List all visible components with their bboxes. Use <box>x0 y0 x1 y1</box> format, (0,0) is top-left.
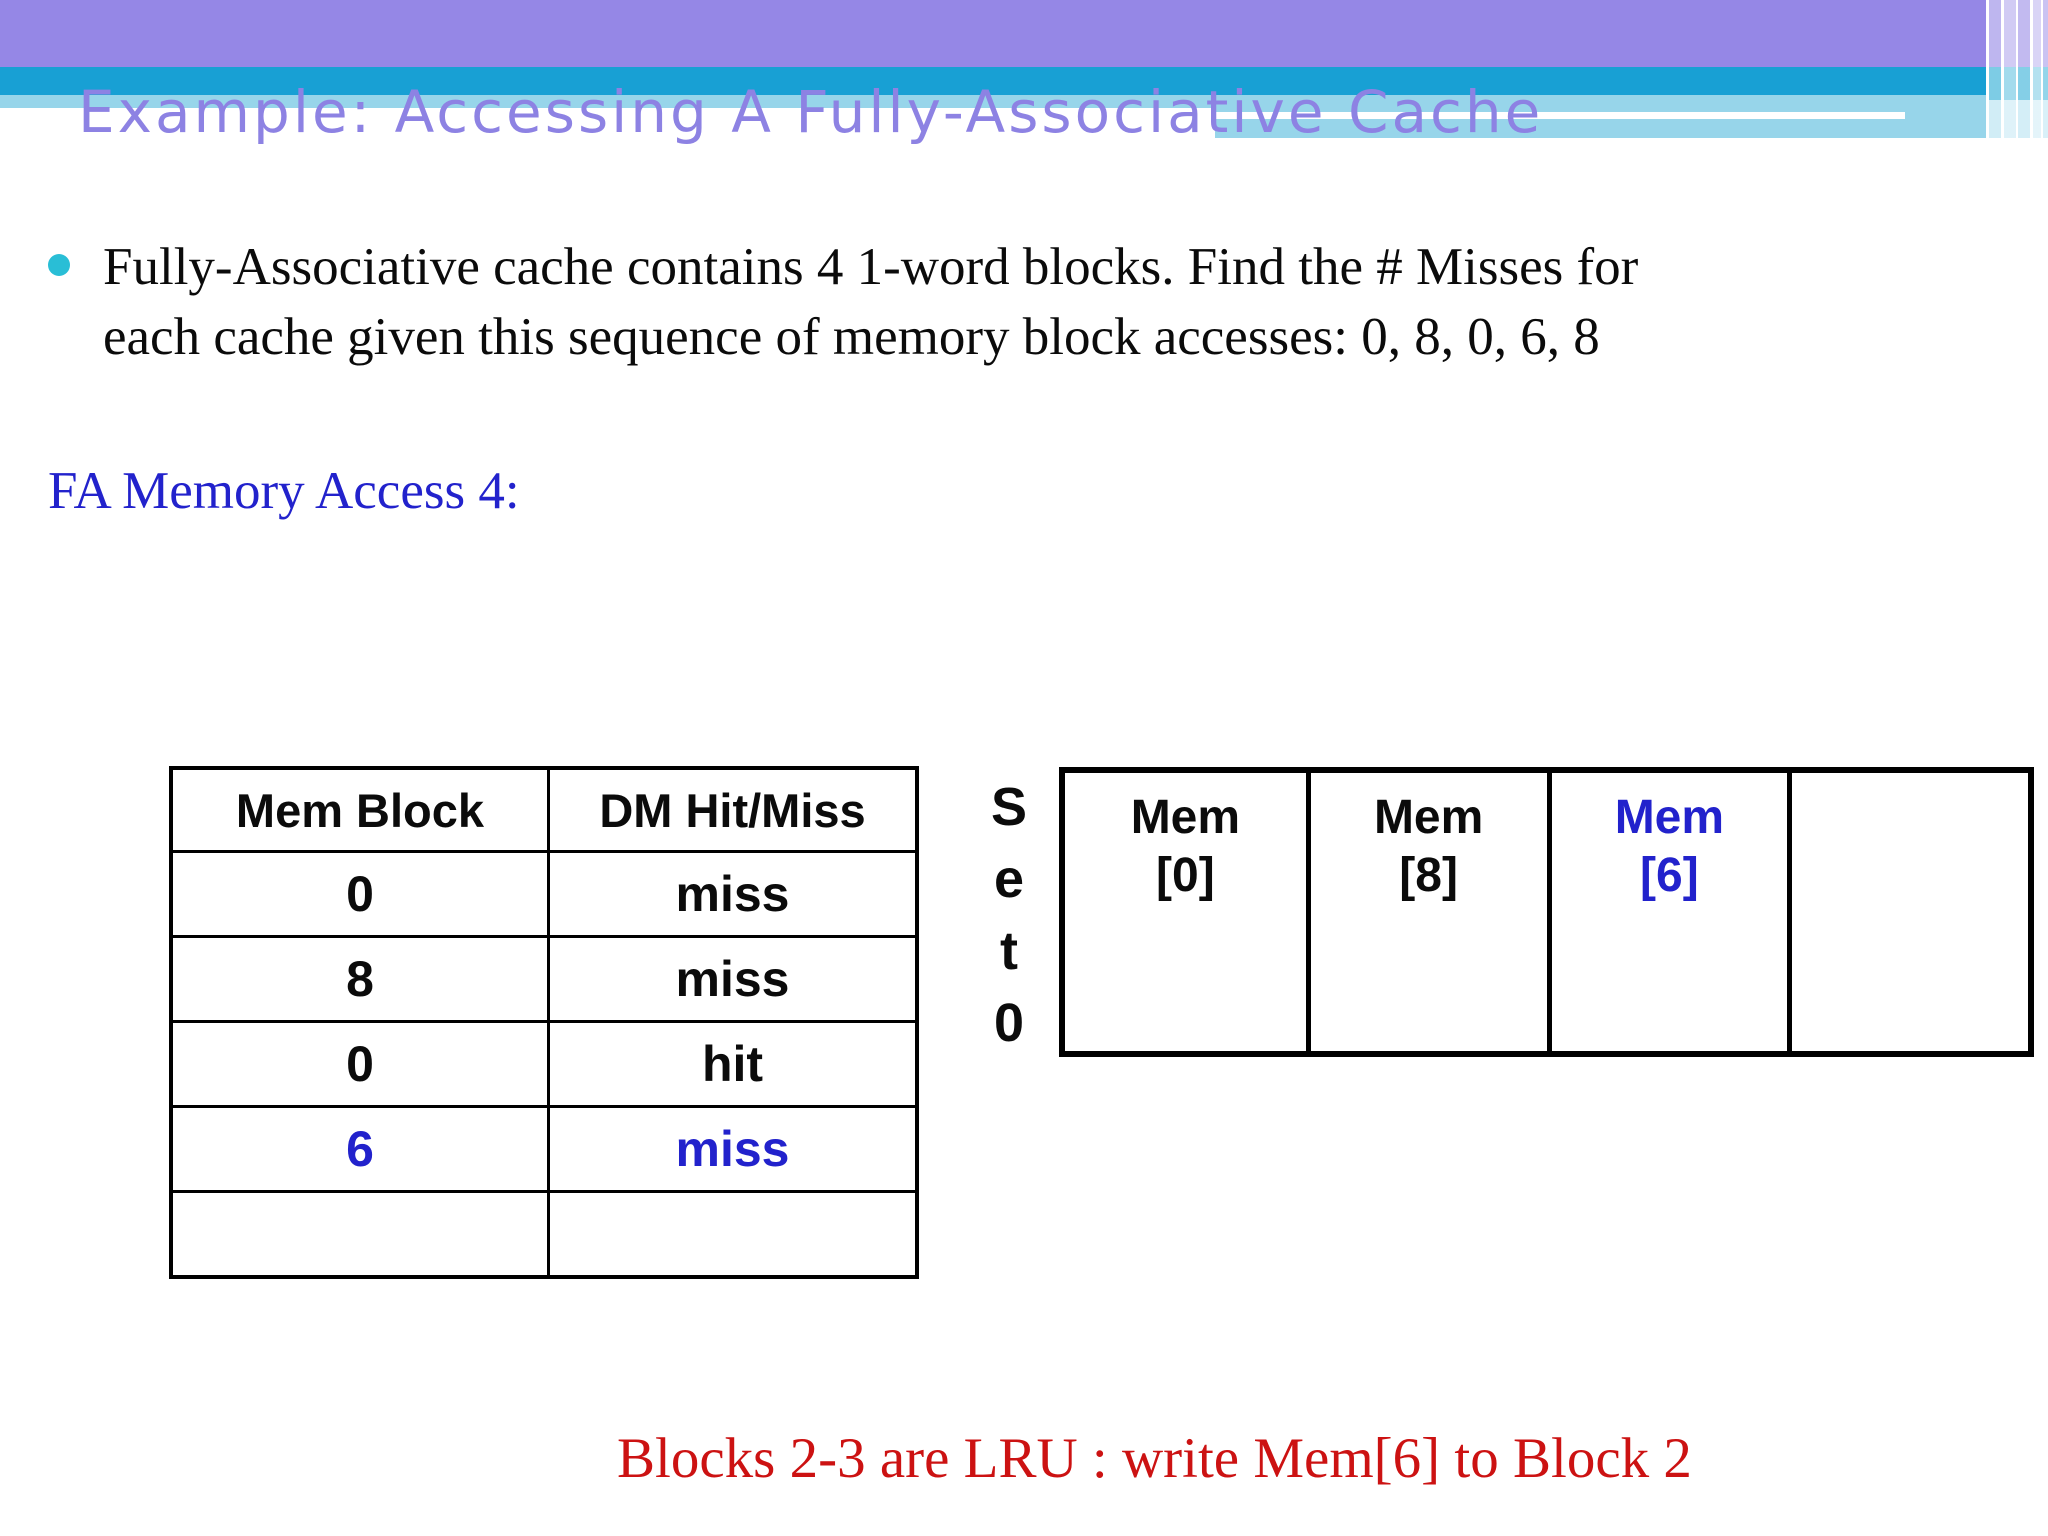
cache-block-0-line2: [0] <box>1156 849 1215 902</box>
cache-block-0: Mem [0] <box>1065 773 1306 1051</box>
cache-block-2: Mem [6] <box>1546 773 1788 1051</box>
dm-row-3-block: 6 <box>173 1105 547 1190</box>
dm-row-4-block <box>173 1190 547 1275</box>
bullet-line-2: each cache given this sequence of memory… <box>103 308 1600 366</box>
cache-block-0-line1: Mem <box>1130 791 1241 844</box>
dm-row-2-result: hit <box>547 1020 915 1105</box>
dm-row-3-result: miss <box>547 1105 915 1190</box>
bullet-paragraph: Fully-Associative cache contains 4 1-wor… <box>103 232 1943 372</box>
dm-row-2-block: 0 <box>173 1020 547 1105</box>
dm-table-header-result: DM Hit/Miss <box>547 770 915 850</box>
cache-block-1-line1: Mem <box>1373 791 1484 844</box>
lru-footnote: Blocks 2-3 are LRU : write Mem[6] to Blo… <box>617 1427 1692 1490</box>
dm-row-1-block: 8 <box>173 935 547 1020</box>
set0-char-0: 0 <box>993 993 1025 1053</box>
header-stripe-decoration-mid <box>1986 67 2048 100</box>
bullet-icon <box>48 254 70 276</box>
header-stripe-decoration-bottom <box>1986 100 2048 138</box>
header-stripe-decoration-top <box>1986 0 2048 67</box>
header-purple-bar <box>0 0 1986 67</box>
dm-row-4-result <box>547 1190 915 1275</box>
dm-hitmiss-table: Mem Block DM Hit/Miss 0 miss 8 miss 0 hi… <box>169 766 919 1279</box>
cache-block-2-line2: [6] <box>1640 849 1699 902</box>
header-cyan-bar <box>0 67 2048 95</box>
dm-row-0-result: miss <box>547 850 915 935</box>
set0-vertical-label: S e t 0 <box>980 771 1038 1059</box>
slide-title: Example: Accessing A Fully-Associative C… <box>78 78 1544 146</box>
title-underline <box>1215 112 1905 119</box>
cache-block-2-line1: Mem <box>1614 791 1725 844</box>
set0-char-t: t <box>1000 921 1018 981</box>
cache-block-1: Mem [8] <box>1305 773 1547 1051</box>
dm-table-header-block: Mem Block <box>235 783 485 837</box>
fa-memory-access-label: FA Memory Access 4: <box>48 462 520 520</box>
bullet-line-1: Fully-Associative cache contains 4 1-wor… <box>103 238 1639 296</box>
dm-row-0-block: 0 <box>173 850 547 935</box>
fa-cache-blocks-table: Mem [0] Mem [8] Mem [6] <box>1059 767 2034 1057</box>
set0-char-s: S <box>990 777 1028 837</box>
cache-block-3 <box>1787 773 2028 1051</box>
dm-row-1-result: miss <box>547 935 915 1020</box>
cache-block-1-line2: [8] <box>1399 849 1458 902</box>
set0-char-e: e <box>993 849 1025 909</box>
